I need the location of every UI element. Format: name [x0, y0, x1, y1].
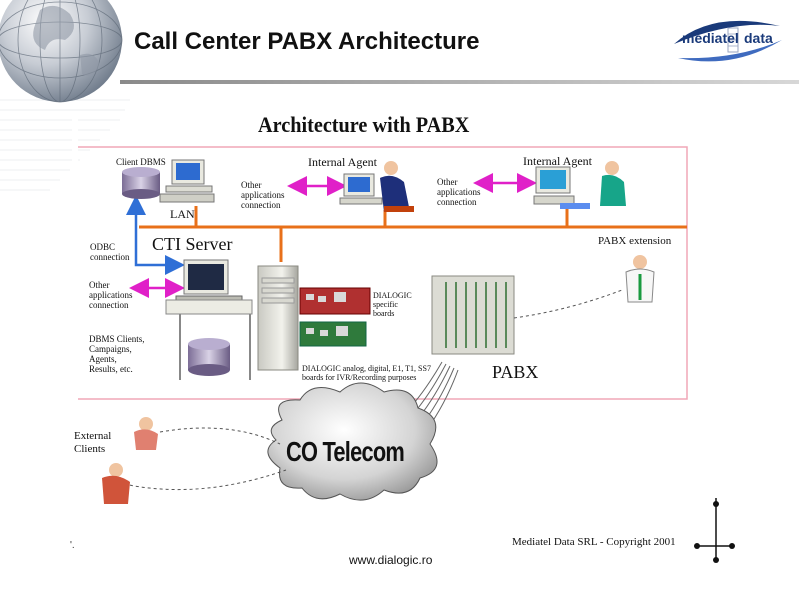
- cti-server-tower-icon: [257, 265, 299, 371]
- external-client-2-icon: [102, 463, 130, 504]
- pabx-extension-link: [513, 289, 623, 319]
- logo-brand-left: mediatel: [682, 30, 739, 46]
- co-telecom-cloud-icon: [267, 382, 438, 501]
- pabx-extension-agent-icon: [625, 255, 655, 303]
- cti-server-workstation-icon: [165, 259, 253, 380]
- diagram-title: Architecture with PABX: [258, 112, 470, 137]
- corner-ornament-dots: [694, 501, 735, 563]
- globe-decoration: [0, 0, 130, 191]
- corner-ornament: [696, 498, 734, 562]
- title-divider: [120, 80, 799, 84]
- label-dbms-clients: DBMS Clients,Campaigns,Agents,Results, e…: [89, 334, 145, 374]
- label-internal-agent-2: Internal Agent: [523, 154, 592, 168]
- client-dbms-database-icon: [122, 167, 160, 199]
- dialogic-boards-icon: [299, 287, 371, 347]
- footer-website-link[interactable]: www.dialogic.ro: [349, 553, 433, 567]
- label-cti-server: CTI Server: [152, 234, 233, 254]
- slide-title: Call Center PABX Architecture: [134, 28, 480, 55]
- dbms-clients-database-icon: [188, 338, 230, 376]
- internal-agent-2-icon: [533, 161, 626, 209]
- label-co-telecom: CO Telecom: [286, 436, 405, 467]
- label-internal-agent-1: Internal Agent: [308, 155, 377, 169]
- odbc-arrow: [126, 195, 185, 275]
- footer-bullet: '.: [70, 540, 75, 551]
- label-client-dbms: Client DBMS: [116, 157, 166, 167]
- logo-brand-right: data: [744, 30, 773, 46]
- external-client-1-icon: [134, 417, 158, 450]
- internal-agent-1-icon: [339, 161, 414, 212]
- label-lan: LAN: [170, 207, 195, 221]
- pabx-cabinet-icon: [431, 275, 515, 355]
- label-pabx-extension: PABX extension: [598, 235, 672, 247]
- mediatel-logo: [674, 20, 782, 62]
- workstation-computer-icon: [159, 159, 215, 203]
- label-pabx: PABX: [492, 362, 539, 382]
- footer-copyright: Mediatel Data SRL - Copyright 2001: [512, 536, 676, 548]
